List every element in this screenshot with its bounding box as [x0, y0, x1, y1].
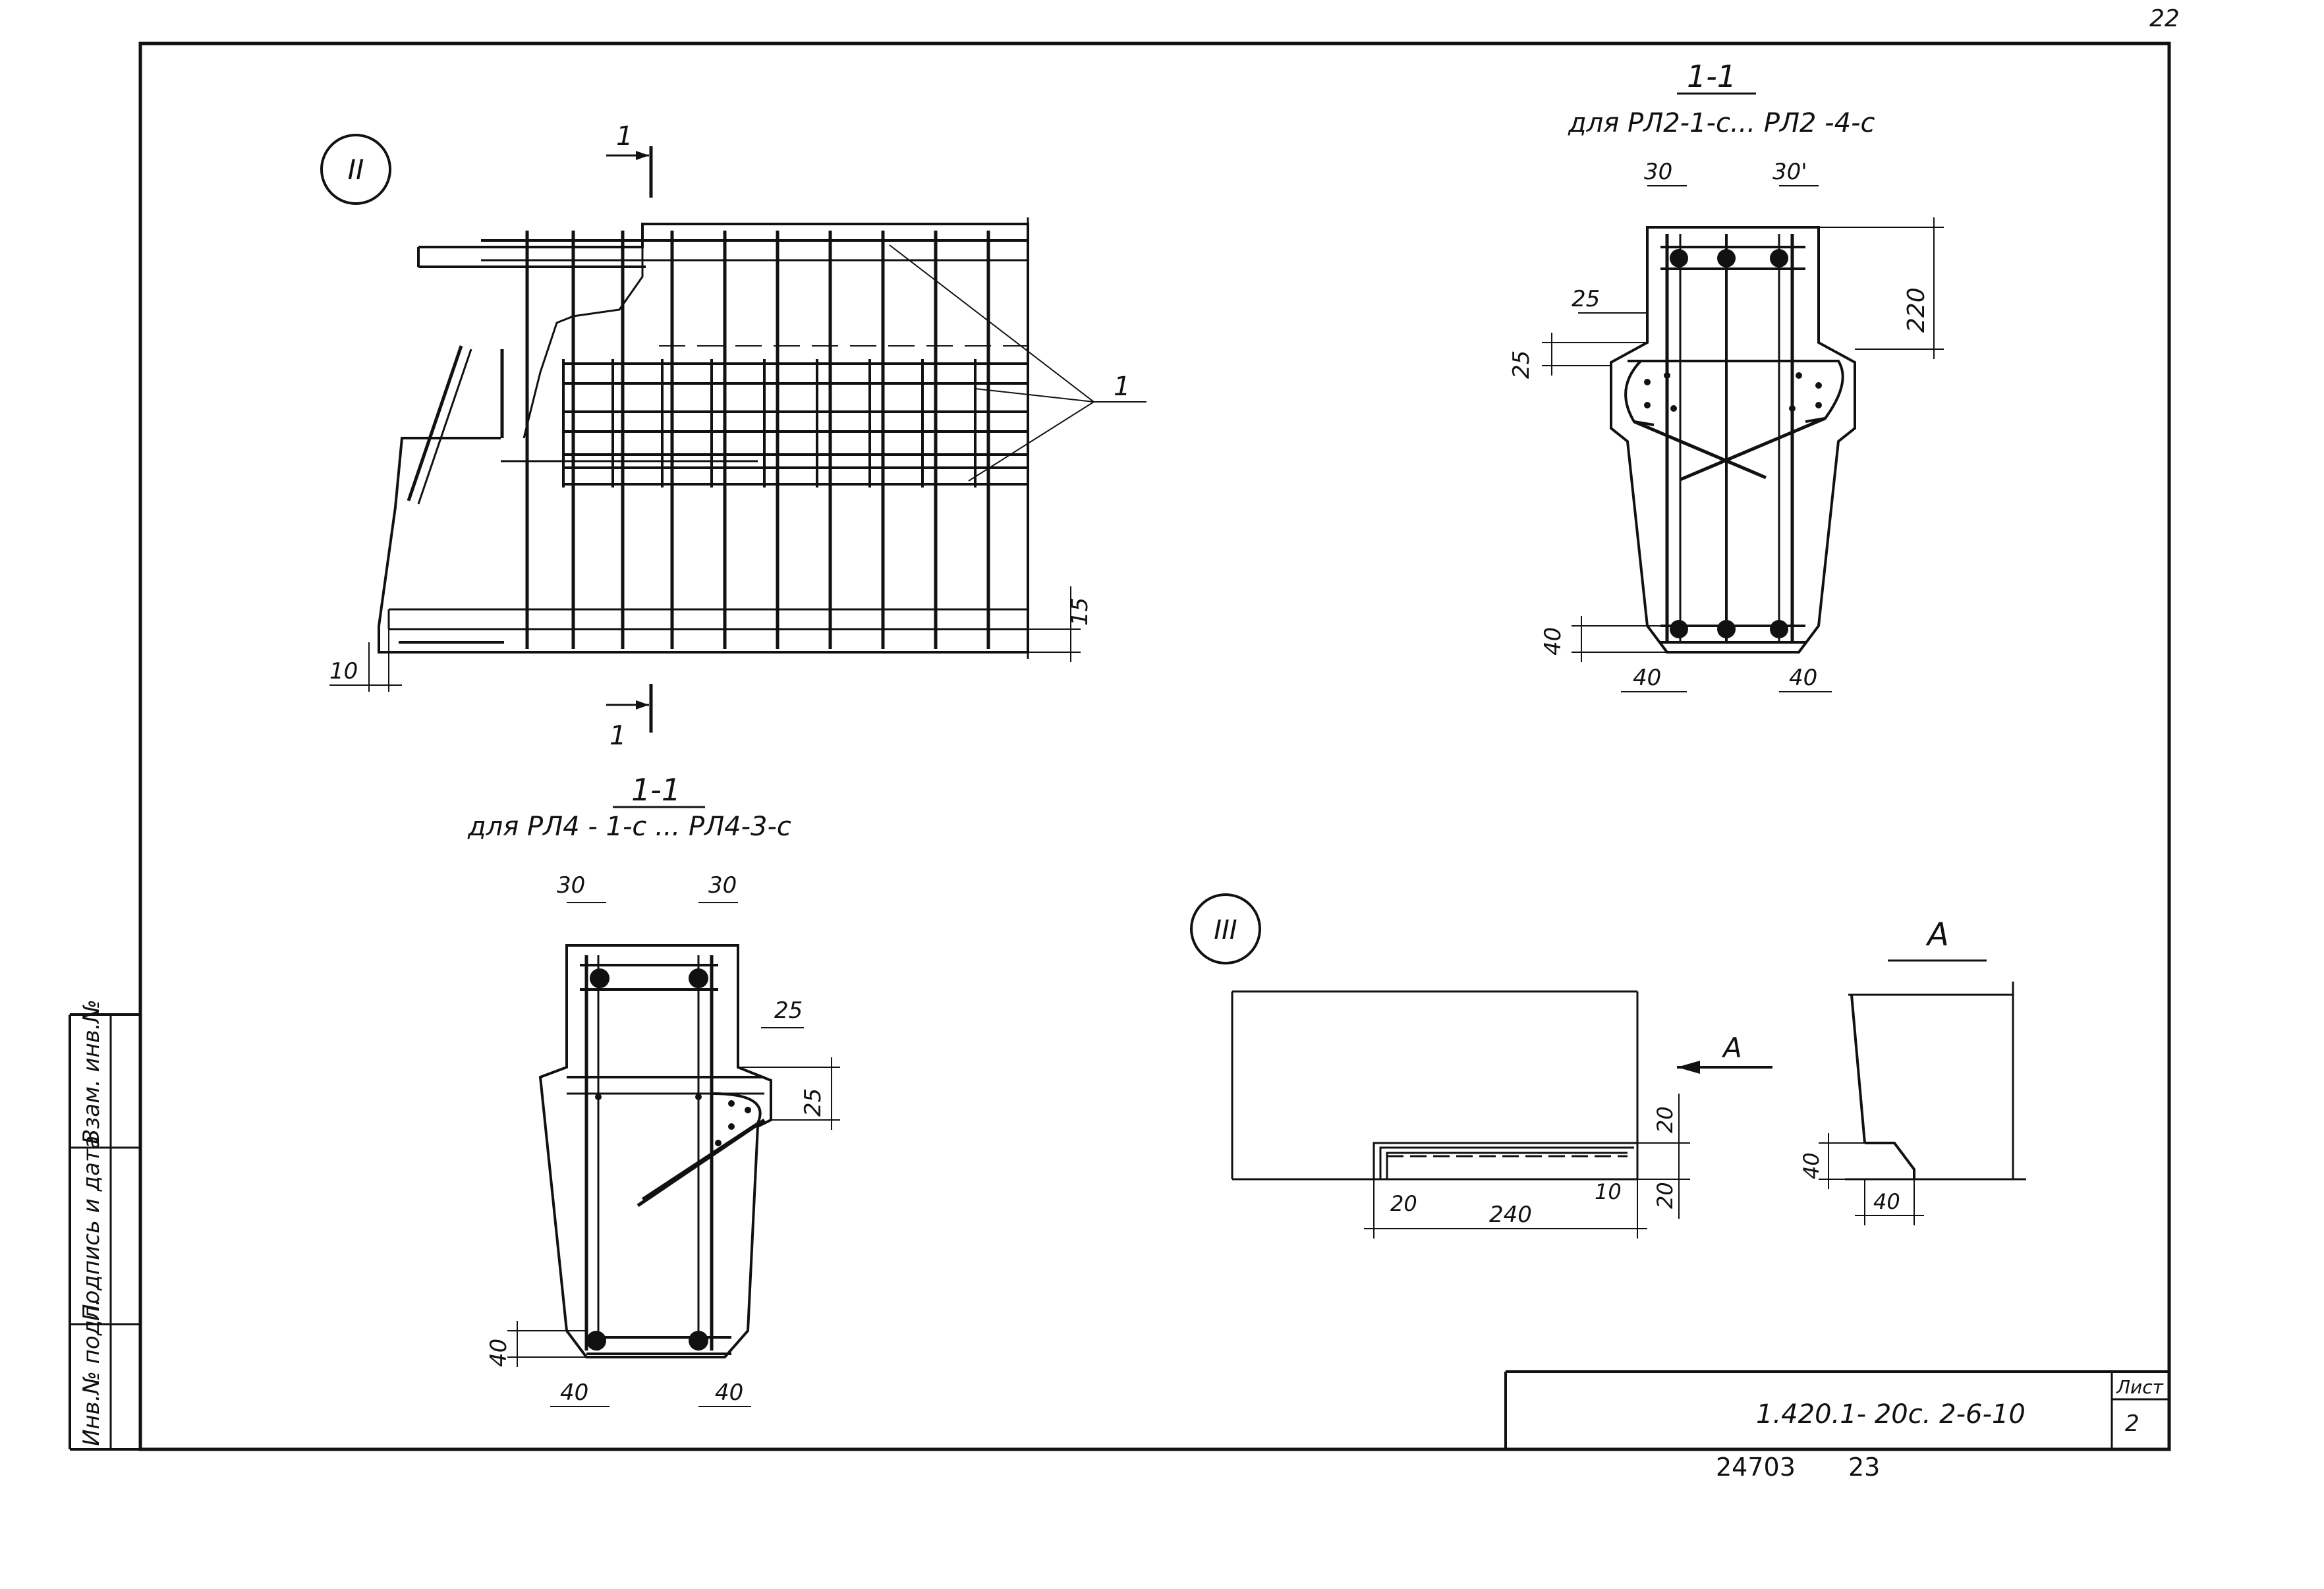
sec-bot-dim-40-h: 40: [486, 1339, 512, 1367]
sec-top-dim-30-left: 30: [1644, 159, 1672, 185]
node-II-dimensions: 15 10: [329, 586, 1093, 692]
section-bottom: 1-1 для РЛ4 - 1-с ... РЛ4-3-с: [467, 772, 840, 1407]
reinforcement-mesh: [501, 359, 1028, 488]
view-A-dimensions: 40 40: [1799, 1133, 1924, 1225]
section-bottom-bars: [586, 968, 751, 1351]
sec-bot-dim-30-left: 30: [557, 872, 585, 899]
n3-dim-20-left: 20: [1390, 1191, 1417, 1216]
view-A-dim-40-h: 40: [1799, 1152, 1824, 1179]
section-top-dimensions: 30 30' 220 25 25 40 40 40: [1508, 159, 1944, 692]
node-III-detail: III A 20 20 10 20 240: [1190, 893, 1772, 1239]
sec-bot-dim-40-left: 40: [560, 1380, 588, 1406]
cut-label-top: 1: [616, 121, 633, 152]
section-top-subtitle: для РЛ2-1-с... РЛ2 -4-с: [1568, 108, 1875, 138]
cut-label-bottom: 1: [609, 721, 626, 751]
node-II-detail: II 1 1: [320, 121, 1147, 751]
sec-top-dim-220: 220: [1903, 287, 1930, 333]
view-A-title: A: [1925, 916, 1949, 953]
sec-top-dim-40-h: 40: [1540, 627, 1566, 655]
section-top-bars: [1644, 249, 1822, 638]
view-A: A 40 40: [1799, 916, 2026, 1225]
n3-dim-20-top: 20: [1653, 1106, 1678, 1133]
title-block: 1.420.1- 20с. 2-6-10 Лист 2: [1504, 1370, 2169, 1449]
view-A-dim-40-w: 40: [1873, 1189, 1900, 1214]
strip-inv-number: Инв.№ подл.: [78, 1298, 105, 1446]
section-bottom-subtitle: для РЛ4 - 1-с ... РЛ4-3-с: [467, 812, 791, 842]
section-top: 1-1 для РЛ2-1-с... РЛ2 -4-с: [1508, 59, 1944, 692]
n3-dim-10: 10: [1595, 1179, 1622, 1204]
section-top-title: 1-1: [1687, 59, 1736, 94]
node-III-marker: III: [1214, 915, 1237, 945]
sec-top-dim-25-h: 25: [1508, 350, 1535, 379]
archive-number: 24703: [1716, 1453, 1796, 1482]
section-bottom-dimensions: 30 30 25 25 40 40 40: [486, 872, 840, 1407]
sec-top-dim-40-left: 40: [1633, 665, 1661, 691]
section-top-outline: [1610, 226, 1856, 654]
vertical-stirrups: [525, 231, 990, 649]
section-cut-marks: 1 1: [606, 121, 653, 751]
view-A-arrow-label: A: [1721, 1032, 1742, 1064]
sheet-frame: [69, 42, 2171, 1451]
sec-bot-dim-30-right: 30: [708, 872, 737, 899]
sec-top-dim-25-w: 25: [1572, 286, 1600, 312]
sec-bot-dim-40-right: 40: [715, 1380, 743, 1406]
sec-top-dim-40-right: 40: [1789, 665, 1817, 691]
sec-bot-dim-25-h: 25: [800, 1088, 826, 1117]
node-II-marker: II: [348, 153, 364, 186]
document-code: 1.420.1- 20с. 2-6-10: [1756, 1399, 2026, 1430]
sec-bot-dim-25-w: 25: [774, 997, 803, 1024]
section-bottom-title: 1-1: [631, 772, 681, 808]
section-bottom-outline: [538, 944, 772, 1358]
sheet-number: 2: [2125, 1410, 2140, 1437]
leader-1-label: 1: [1114, 372, 1130, 402]
n3-dim-20-bottom: 20: [1653, 1182, 1678, 1209]
view-A-arrow: A: [1677, 1032, 1772, 1074]
page-number: 22: [2149, 5, 2180, 32]
dim-10: 10: [329, 658, 358, 684]
strip-signature-date: Подпись и дата: [78, 1135, 105, 1321]
left-strip: Инв.№ подл. Подпись и дата Взам. инв.№: [78, 999, 105, 1446]
strip-replacement-inv: Взам. инв.№: [78, 999, 105, 1144]
sheet-label: Лист: [2116, 1376, 2164, 1398]
dim-15: 15: [1067, 598, 1093, 626]
n3-dim-240: 240: [1489, 1202, 1532, 1228]
footer-page: 23: [1848, 1453, 1880, 1482]
leader-1: 1: [889, 244, 1147, 482]
sec-top-dim-30-right: 30': [1772, 159, 1807, 185]
node-III-dimensions: 20 20 10 20 240: [1364, 1094, 1690, 1239]
